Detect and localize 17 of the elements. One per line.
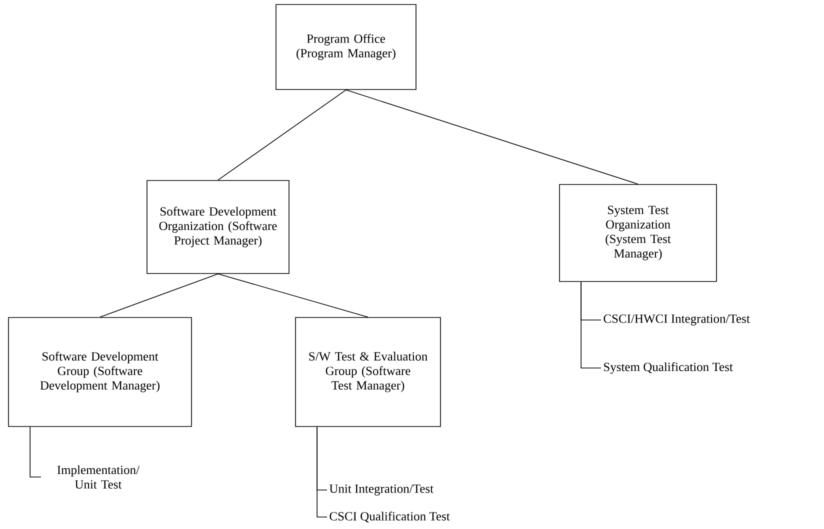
task-label: System Qualification Test [604,362,733,374]
connector-line [346,90,638,184]
connector-line [218,90,346,180]
task-label: CSCI Qualification Test [330,512,450,522]
connector-line [218,274,368,318]
org-box: Program Office (Program Manager) [276,4,416,90]
leader-line [316,426,328,518]
org-box: Software Development Organization (Software Project Manager) [146,180,290,274]
task-label: CSCI/HWCI Integration/Test [604,314,750,326]
org-box: S/W Test & Evaluation Group (Software Test Manager) [295,317,441,427]
leader-line [30,426,42,478]
task-label: Unit Integration/Test [329,484,434,496]
leader-line [580,282,602,368]
connector-line [100,274,218,318]
org-box: Software Development Group (Software Development Manager) [8,317,192,427]
org-box: System Test Organization (System Test Manager) [559,184,717,282]
task-label: Implementation/ Unit Test [57,465,140,489]
